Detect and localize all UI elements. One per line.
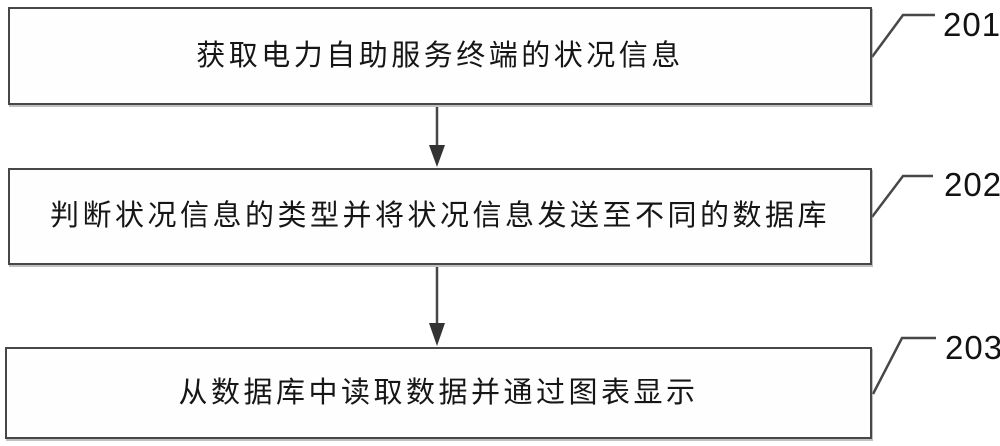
arrow-step201-to-step202 xyxy=(429,107,445,167)
step-text-203: 从数据库中读取数据并通过图表显示 xyxy=(178,376,699,409)
arrow-down-icon xyxy=(429,323,445,346)
step-text-202: 判断状况信息的类型并将状况信息发送至不同的数据库 xyxy=(49,200,830,233)
step-box-202: 判断状况信息的类型并将状况信息发送至不同的数据库 xyxy=(8,168,872,265)
step-ref-203: 203 xyxy=(945,329,1000,366)
leader-line-202 xyxy=(871,174,933,218)
leader-line-201 xyxy=(870,13,935,58)
step-box-203: 从数据库中读取数据并通过图表显示 xyxy=(5,347,872,439)
arrow-down-icon xyxy=(429,145,445,167)
leader-line-203 xyxy=(871,336,936,395)
step-text-201: 获取电力自助服务终端的状况信息 xyxy=(196,39,684,72)
step-box-201: 获取电力自助服务终端的状况信息 xyxy=(8,7,872,105)
step-ref-201: 201 xyxy=(943,6,1000,43)
step-ref-202: 202 xyxy=(944,166,1000,203)
arrow-step202-to-step203 xyxy=(429,267,445,346)
